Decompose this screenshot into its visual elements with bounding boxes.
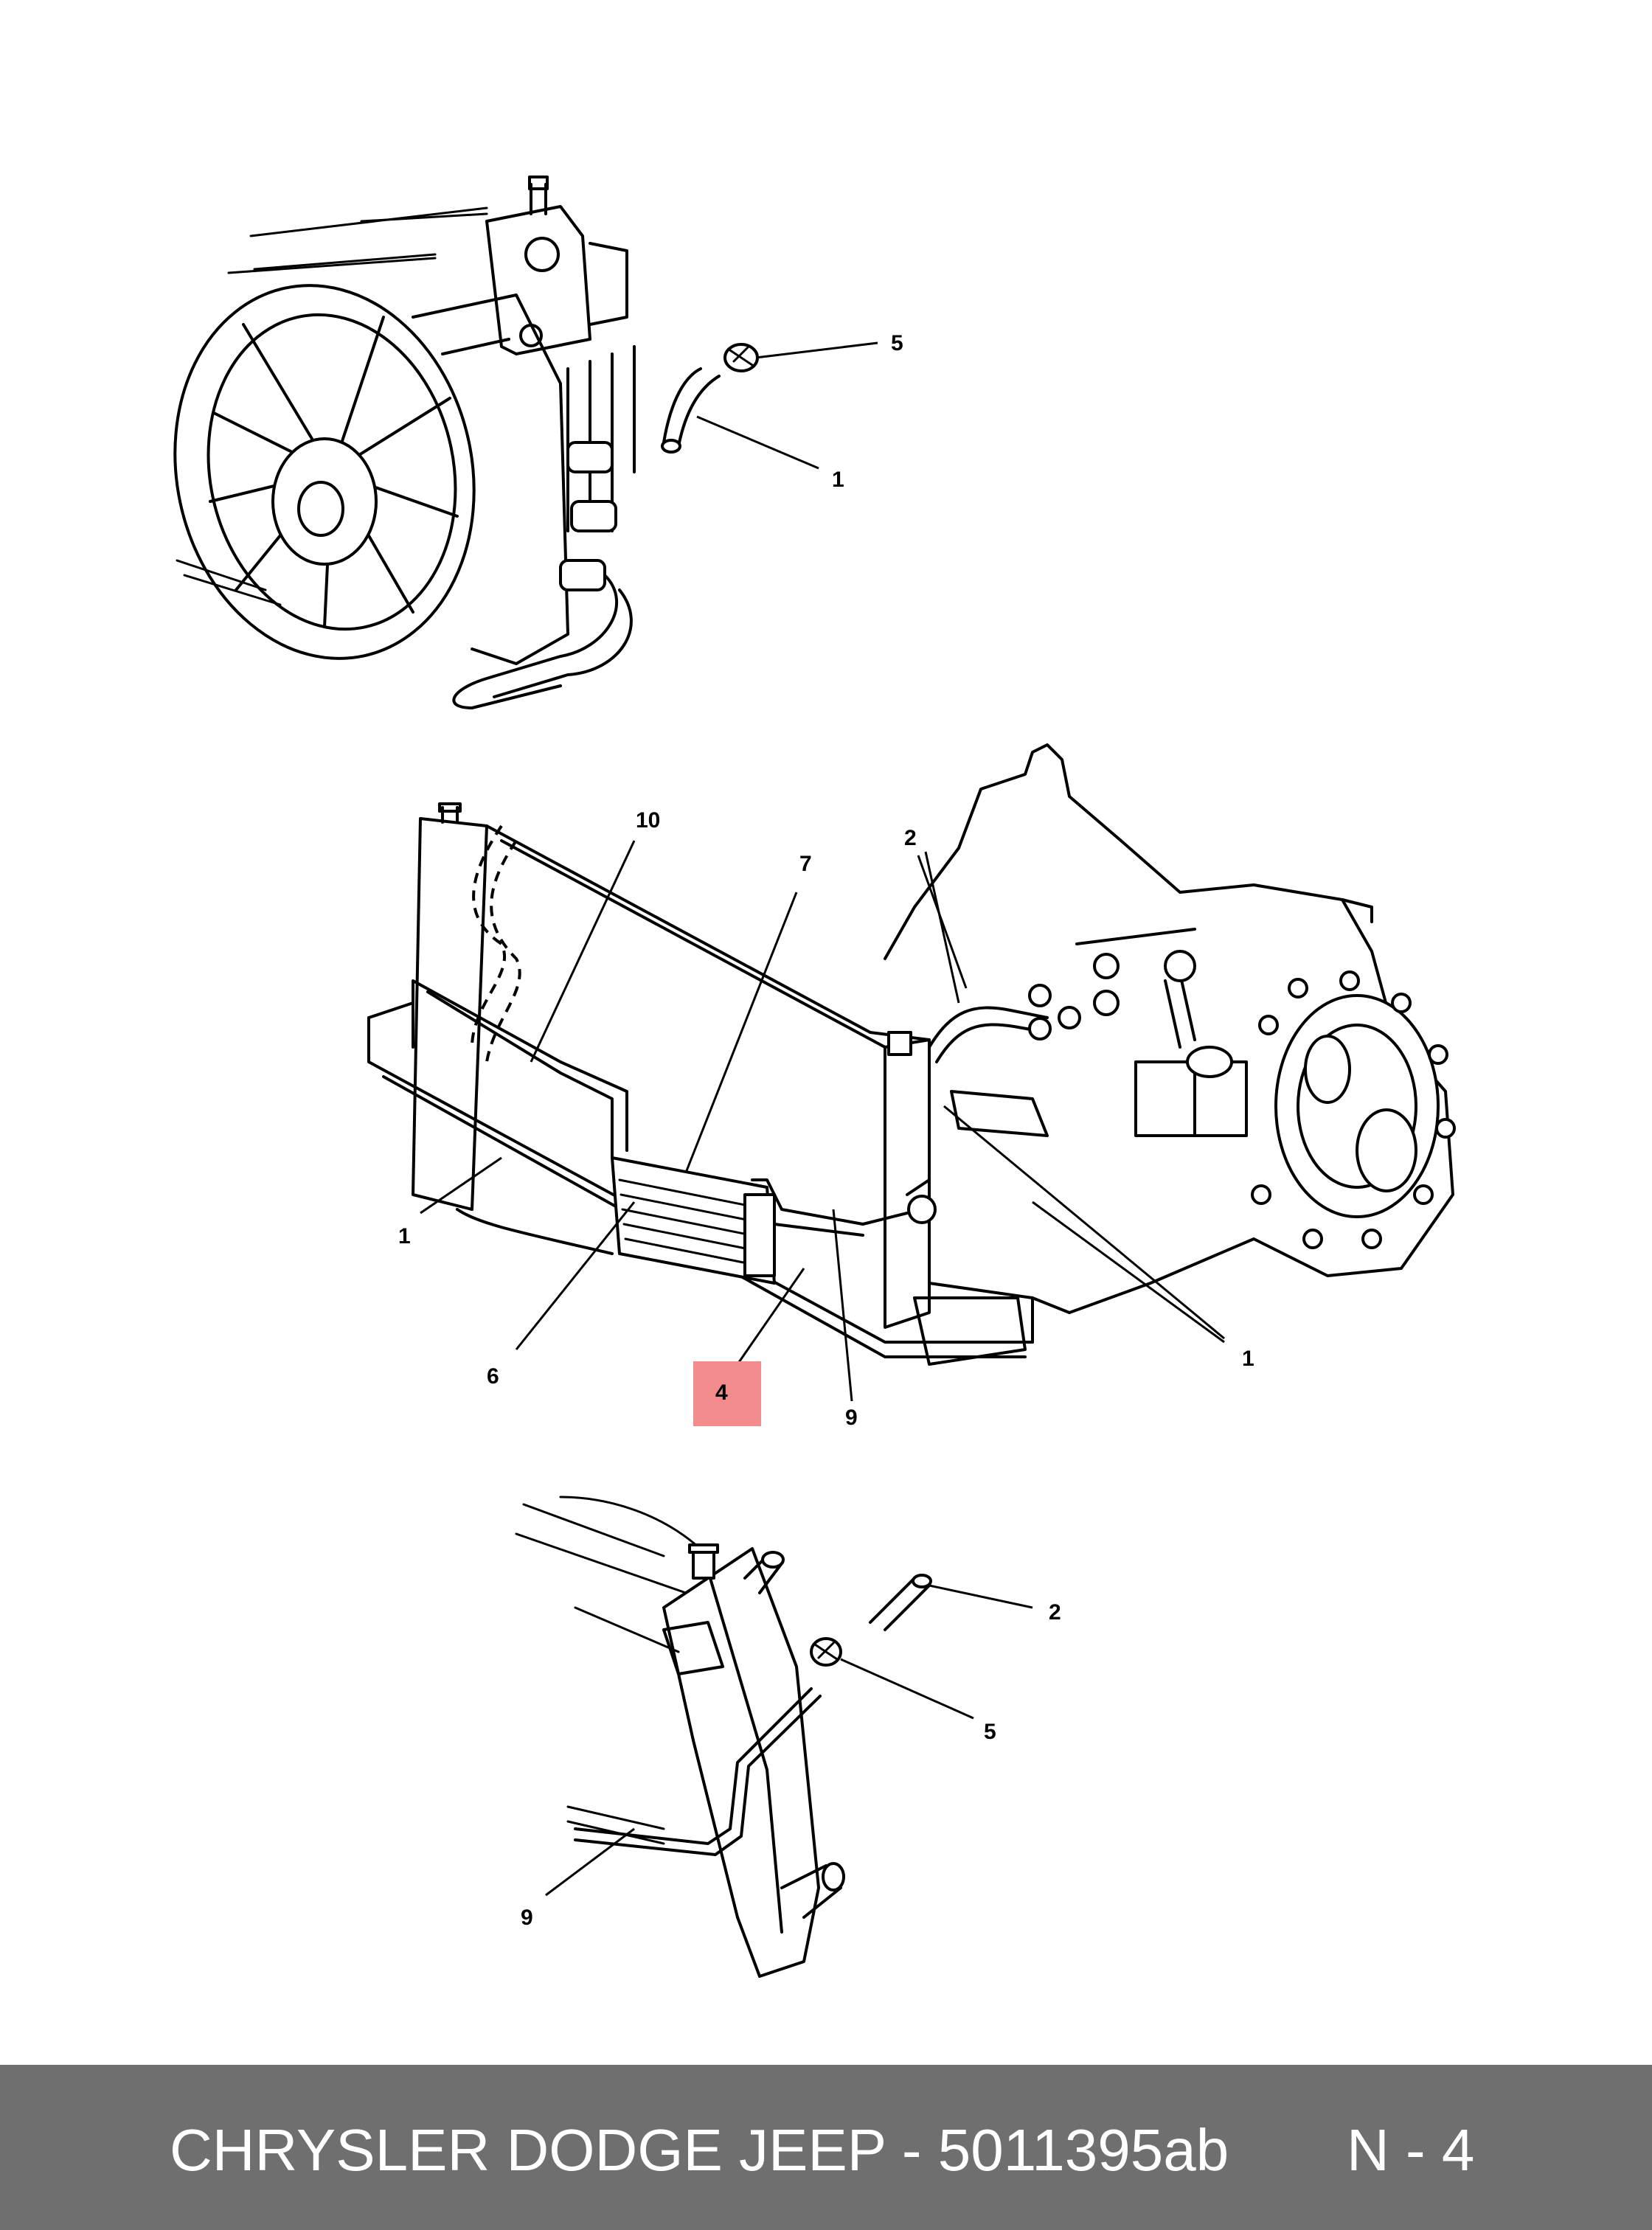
callout-1-top: 1 <box>832 468 844 492</box>
middle-view-transmission-cooler: 10 7 2 1 6 4 9 1 <box>367 743 1456 1430</box>
callout-2-bottom: 2 <box>1049 1600 1061 1625</box>
callout-6: 6 <box>487 1364 499 1389</box>
callout-5-top: 5 <box>891 331 903 355</box>
callout-2-middle: 2 <box>904 826 917 850</box>
bottom-view-radiator-tank: 2 5 9 <box>515 1496 1061 1978</box>
callout-9-bottom: 9 <box>521 1906 533 1930</box>
callout-5-bottom: 5 <box>984 1720 996 1744</box>
callout-9-middle: 9 <box>845 1406 858 1430</box>
callout-4: 4 <box>715 1380 728 1405</box>
footer-part-number: CHRYSLER DODGE JEEP - 5011395ab <box>170 2117 1229 2183</box>
parts-diagram: 5 1 <box>173 176 1456 1978</box>
callout-1-middle-left: 1 <box>398 1224 411 1248</box>
top-view-fan-assembly: 5 1 <box>173 176 903 709</box>
callout-10: 10 <box>636 808 660 833</box>
highlight-box-4 <box>693 1361 761 1426</box>
callout-7: 7 <box>799 852 812 876</box>
footer-index-code: N - 4 <box>1347 2117 1475 2183</box>
footer-bar: CHRYSLER DODGE JEEP - 5011395ab N - 4 <box>0 2065 1652 2230</box>
callout-1-middle-right: 1 <box>1242 1347 1254 1371</box>
